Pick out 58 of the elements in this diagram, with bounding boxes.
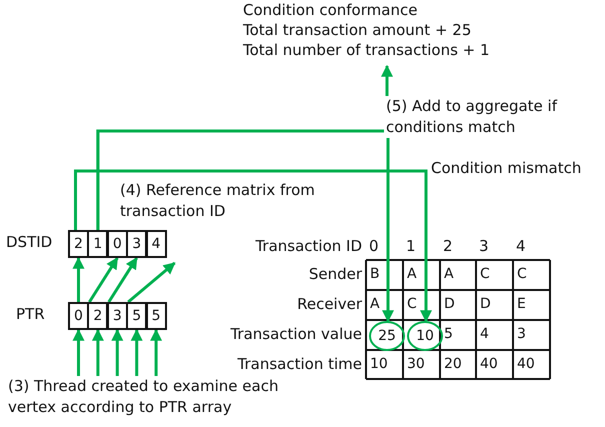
- arrow: [111, 328, 124, 376]
- table-cell-text: 10: [370, 355, 388, 374]
- array-label: DSTID: [6, 232, 52, 253]
- array-cell: 3: [106, 302, 128, 330]
- table-cell-text: 40: [480, 355, 498, 374]
- array-cell: 5: [126, 302, 148, 330]
- row-header: Sender: [308, 264, 362, 285]
- table-cell-text: A: [370, 295, 380, 314]
- arrow: [108, 256, 138, 303]
- table-cell-text: D: [444, 295, 455, 314]
- array-cell: 0: [106, 230, 128, 258]
- column-header: 2: [443, 236, 453, 257]
- annotation: Total transaction amount + 25: [243, 20, 472, 40]
- arrow: [96, 64, 393, 230]
- circled-cell: 25: [369, 321, 405, 351]
- table-cell-text: C: [407, 295, 417, 314]
- array-cell: 2: [87, 302, 108, 330]
- array-cell: 5: [146, 302, 167, 330]
- column-header: 1: [406, 236, 416, 257]
- arrow: [74, 170, 432, 322]
- array-cell: 3: [126, 230, 148, 258]
- array-cell: 0: [68, 302, 89, 330]
- circled-cell: 10: [407, 321, 443, 351]
- row-header: Transaction ID: [254, 236, 362, 257]
- array-cell: 4: [146, 230, 167, 258]
- column-header: 3: [479, 236, 489, 257]
- table-cell-text: E: [517, 295, 526, 314]
- array-label: PTR: [16, 304, 45, 325]
- arrow: [72, 328, 84, 376]
- row-header: Receiver: [296, 294, 362, 315]
- table-cell-text: 40: [517, 355, 535, 374]
- row-header: Transaction time: [236, 354, 362, 375]
- arrow: [127, 262, 176, 304]
- table-cell-text: C: [517, 265, 527, 284]
- table-cell-text: A: [444, 265, 454, 284]
- table-cell-text: 30: [407, 355, 425, 374]
- arrow: [150, 328, 162, 376]
- arrow: [130, 328, 143, 376]
- annotation: Total number of transactions + 1: [243, 40, 491, 60]
- table-cell-text: 4: [480, 325, 489, 344]
- array-cell: 2: [68, 230, 89, 258]
- table-cell-text: B: [370, 265, 380, 284]
- table-cell-text: 20: [444, 355, 462, 374]
- annotation: Condition conformance: [243, 0, 418, 20]
- arrow: [72, 256, 84, 302]
- table-cell-text: D: [480, 295, 491, 314]
- column-header: 0: [369, 236, 379, 257]
- table-cell-text: 5: [444, 325, 453, 344]
- table-cell-text: 3: [517, 325, 526, 344]
- annotation: (4) Reference matrix from transaction ID: [120, 180, 316, 222]
- table-cell-text: C: [480, 265, 490, 284]
- arrow: [88, 256, 119, 303]
- table-cell-text: A: [407, 265, 417, 284]
- column-header: 4: [516, 236, 526, 257]
- arrow: [92, 328, 104, 376]
- annotation: (3) Thread created to examine each vertex according to PTR array: [8, 376, 288, 418]
- array-cell: 1: [87, 230, 108, 258]
- row-header: Transaction value: [229, 324, 362, 345]
